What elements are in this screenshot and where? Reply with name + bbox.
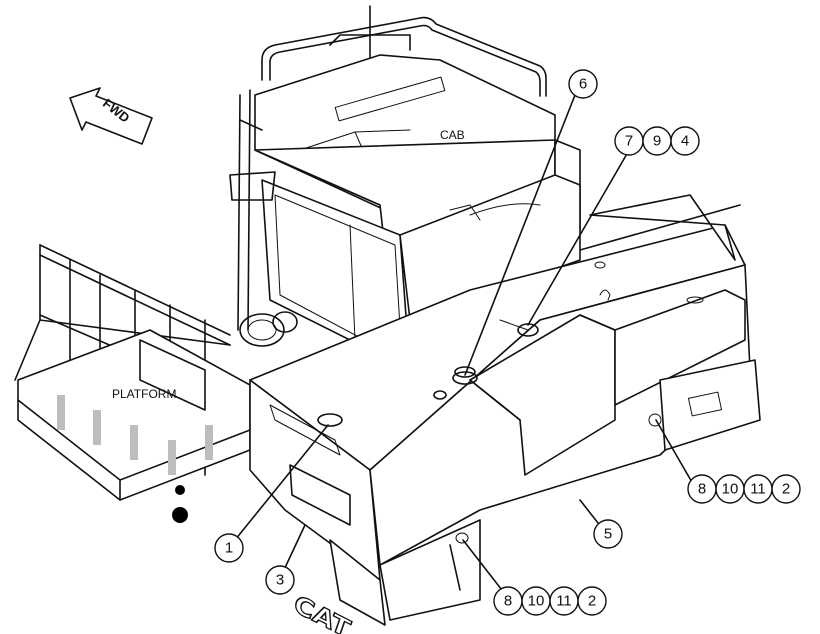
callout-9-number: 9 (653, 133, 661, 150)
callout-8-upper-number: 8 (698, 481, 706, 498)
platform-label: PLATFORM (112, 387, 176, 401)
callout-1: 1 (214, 533, 244, 563)
callout-10-lower-number: 10 (528, 593, 545, 610)
cab-label: CAB (440, 128, 465, 142)
callout-2-lower-number: 2 (588, 593, 596, 610)
callout-8-lower: 8 (493, 586, 523, 616)
callout-10-lower: 10 (521, 586, 551, 616)
callout-2-upper: 2 (771, 474, 801, 504)
callout-5: 5 (593, 519, 623, 549)
callout-10-upper-number: 10 (722, 481, 739, 498)
callout-11-upper: 11 (743, 474, 773, 504)
callout-9: 9 (642, 126, 672, 156)
fwd-arrow: FWD (69, 87, 153, 145)
callout-4: 4 (670, 126, 700, 156)
leader-lines (234, 94, 694, 595)
callout-7-number: 7 (625, 133, 633, 150)
callout-1-number: 1 (225, 540, 233, 557)
callout-3-number: 3 (276, 572, 284, 589)
callout-3: 3 (265, 565, 295, 595)
callout-5-number: 5 (604, 526, 612, 543)
callout-4-number: 4 (681, 133, 689, 150)
callout-8-upper: 8 (687, 474, 717, 504)
callout-8-lower-number: 8 (504, 593, 512, 610)
callout-11-upper-number: 11 (750, 481, 766, 498)
callout-6: 6 (568, 69, 598, 99)
callout-10-upper: 10 (715, 474, 745, 504)
callout-2-upper-number: 2 (782, 481, 790, 498)
callout-11-lower: 11 (549, 586, 579, 616)
callout-7: 7 (614, 126, 644, 156)
callout-6-number: 6 (579, 76, 587, 93)
cab (229, 5, 581, 371)
tank-body (249, 194, 761, 626)
callout-2-lower: 2 (577, 586, 607, 616)
callout-11-lower-number: 11 (556, 593, 572, 610)
